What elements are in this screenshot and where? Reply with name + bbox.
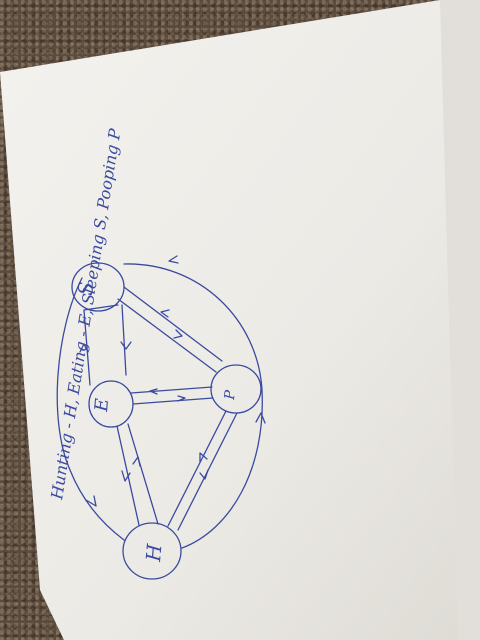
edge-sleeping-to-hunting-outer xyxy=(56,277,125,541)
edge-pooping-to-sleeping xyxy=(123,286,223,362)
state-label-eating: E xyxy=(91,398,113,414)
state-label-hunting: H xyxy=(141,542,167,563)
arrow-head-outer-top xyxy=(168,255,179,264)
arrow-head-e-h xyxy=(121,470,131,482)
edge-sleeping-to-pooping xyxy=(117,298,217,373)
arrow-head-outer-right xyxy=(255,412,266,424)
edge-pooping-to-hunting xyxy=(167,410,227,527)
state-label-pooping: P xyxy=(222,389,239,401)
arrow-head-outer-left xyxy=(85,495,97,507)
arrow-head-s-p xyxy=(173,329,183,339)
arrow-head-h-p xyxy=(199,452,208,463)
edge-hunting-to-sleeping-outer xyxy=(123,263,263,549)
arrow-head-p-h xyxy=(199,469,209,480)
edge-pooping-to-eating xyxy=(132,397,214,405)
edge-eating-to-sleeping xyxy=(83,304,119,386)
state-node-hunting: H xyxy=(122,522,182,580)
arrow-head-p-e xyxy=(149,388,158,395)
edge-sleeping-to-eating xyxy=(121,304,127,376)
arrow-head-e-s xyxy=(79,343,89,353)
arrow-head-p-s xyxy=(160,309,170,318)
state-node-pooping: P xyxy=(210,364,262,414)
arrow-head-e-p xyxy=(177,395,186,402)
arrow-head-h-e xyxy=(132,456,141,467)
edge-hunting-to-eating xyxy=(127,423,159,525)
edge-eating-to-pooping xyxy=(130,386,213,394)
arrow-head-s-e xyxy=(120,341,132,350)
paper-edge-shadow xyxy=(440,0,480,640)
